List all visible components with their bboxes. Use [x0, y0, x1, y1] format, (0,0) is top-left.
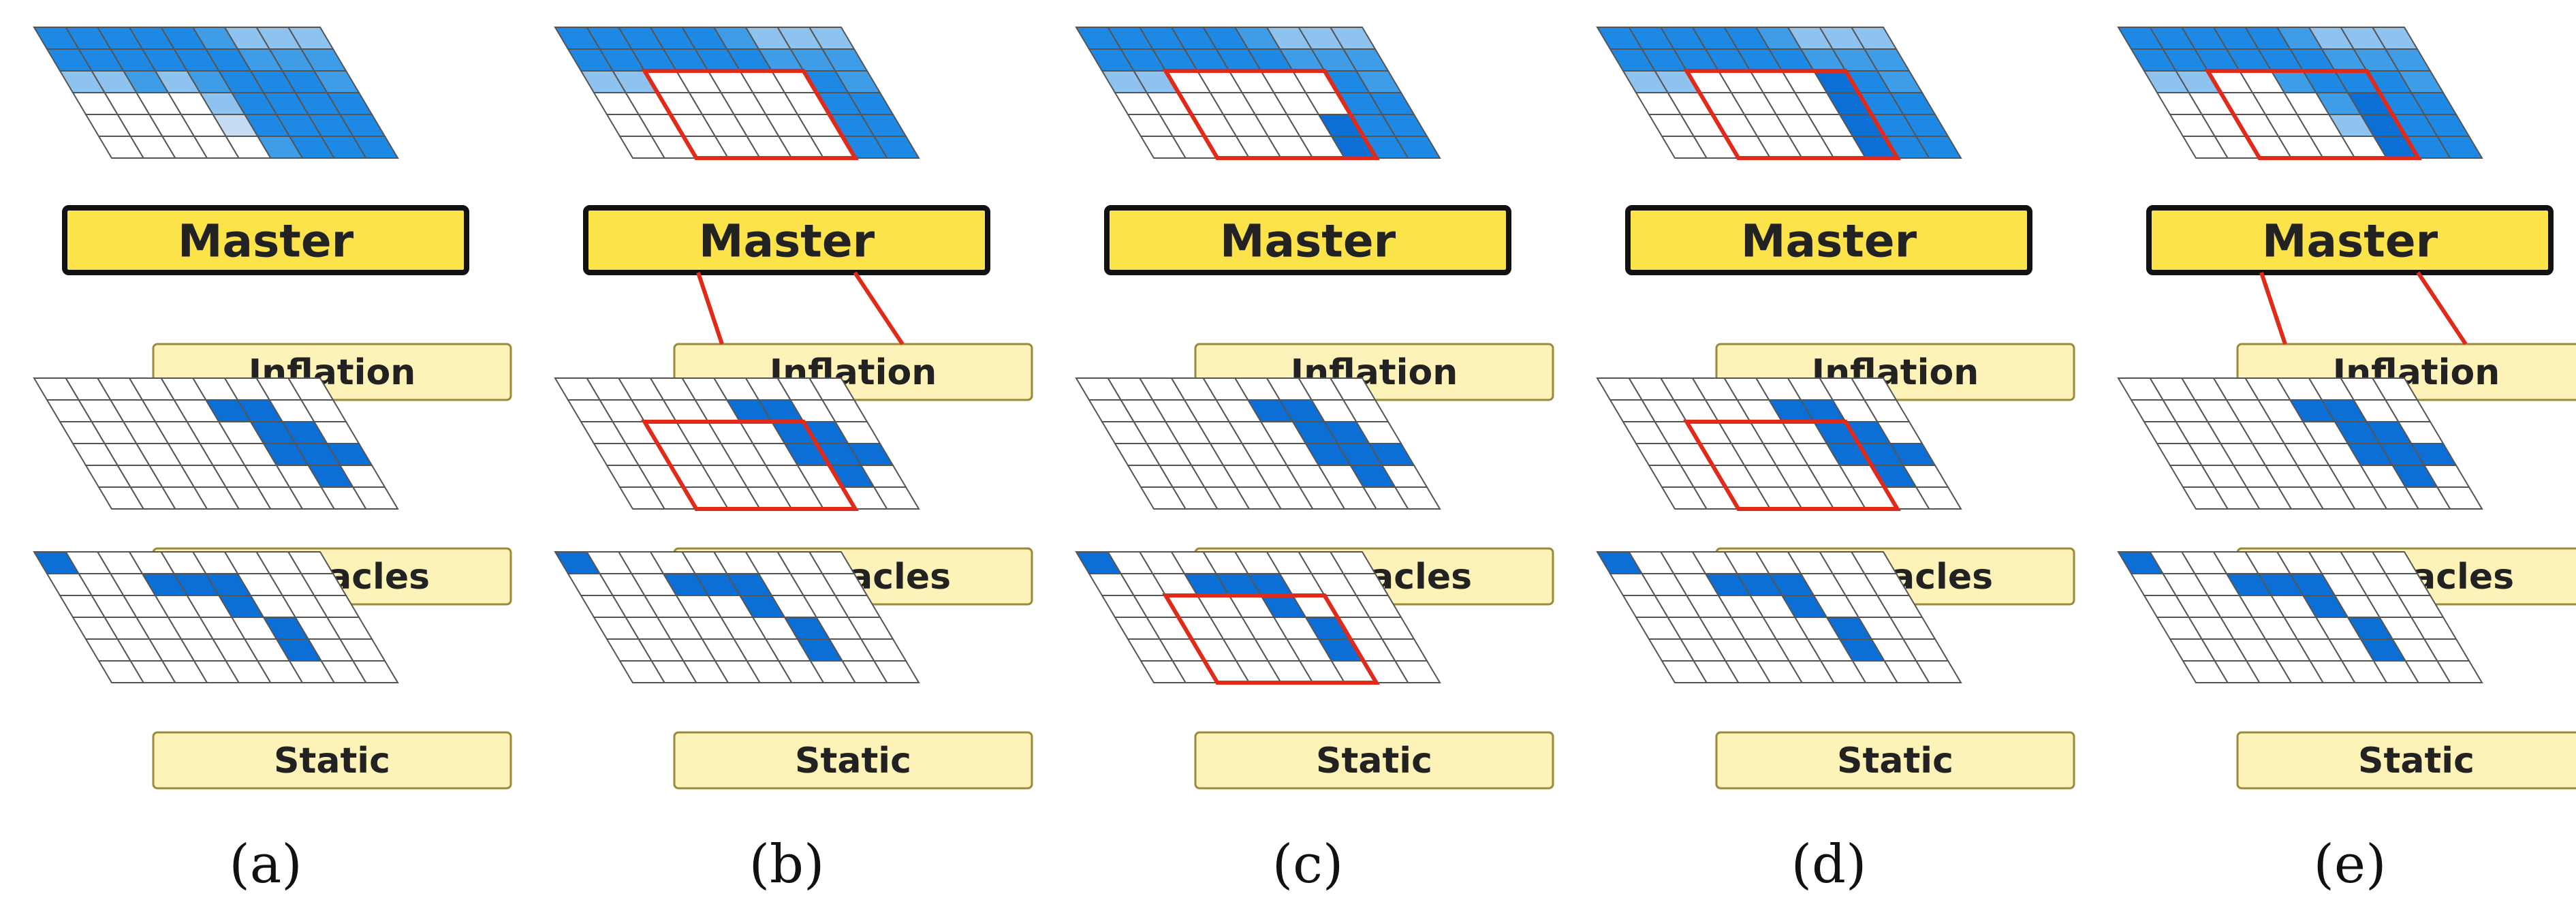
master-label-box	[62, 205, 469, 275]
master-grid	[1075, 27, 1441, 159]
master-window	[641, 69, 859, 160]
obstacles-grid	[33, 377, 399, 510]
obstacles-window	[1683, 420, 1901, 511]
grid-cell	[2436, 486, 2483, 510]
grid-cell	[873, 486, 920, 510]
link-line-right	[2416, 271, 2468, 345]
master-label-text: Master	[699, 215, 875, 268]
panel-caption: (e)	[2313, 834, 2386, 895]
master-window	[1162, 69, 1380, 160]
master-label-text: Master	[1741, 215, 1917, 268]
master-label-text: Master	[178, 215, 354, 268]
master-label-text: Master	[2262, 215, 2438, 268]
grid-cell	[351, 486, 399, 510]
grid-cell	[1915, 660, 1962, 683]
panel-a: MasterInflationObstaclesStatic(a)	[33, 27, 512, 895]
static-label-text: Static	[2358, 741, 2475, 781]
static-grid	[33, 551, 399, 683]
master-label-box	[583, 205, 990, 275]
static-label-text: Static	[795, 741, 911, 781]
static-label-text: Static	[274, 741, 390, 781]
grid-cell	[873, 136, 920, 159]
grid-cell	[351, 136, 399, 159]
static-grid	[1596, 551, 1962, 683]
master-grid	[1596, 27, 1962, 159]
panel-caption: (a)	[229, 834, 302, 895]
panel-caption: (d)	[1791, 834, 1867, 895]
grid-cell	[1394, 486, 1441, 510]
static-label-text: Static	[1316, 741, 1432, 781]
static-label-box	[1715, 731, 2075, 790]
master-grid	[554, 27, 920, 159]
link-line-right	[853, 271, 905, 345]
static-grid	[1075, 551, 1441, 683]
static-label-text: Static	[1837, 741, 1953, 781]
panel-d: MasterInflationObstaclesStatic(d)	[1596, 27, 2075, 895]
master-label-box	[2146, 205, 2554, 275]
obstacles-grid	[1075, 377, 1441, 510]
grid-cell	[351, 660, 399, 683]
static-label-box	[673, 731, 1033, 790]
master-window	[1683, 69, 1901, 160]
master-window	[2204, 69, 2422, 160]
grid-cell	[2436, 660, 2483, 683]
grid-cell	[1394, 136, 1441, 159]
obstacles-grid	[2117, 377, 2483, 510]
grid-cell	[873, 660, 920, 683]
grid-cell	[1915, 136, 1962, 159]
grid-cell	[2436, 136, 2483, 159]
master-grid	[2117, 27, 2483, 159]
static-grid	[554, 551, 920, 683]
master-label-box	[1625, 205, 2032, 275]
panel-c: MasterInflationObstaclesStatic(c)	[1075, 27, 1554, 895]
panel-caption: (c)	[1272, 834, 1344, 895]
grid-cell	[1915, 486, 1962, 510]
panel-e: MasterInflationObstaclesStatic(e)	[2117, 27, 2576, 895]
master-grid	[33, 27, 399, 159]
grid-cell	[1394, 660, 1441, 683]
panel-caption: (b)	[749, 834, 825, 895]
master-label-text: Master	[1220, 215, 1396, 268]
static-label-box	[152, 731, 512, 790]
obstacles-window	[641, 420, 859, 511]
link-line-left	[696, 272, 724, 345]
obstacles-grid	[554, 377, 920, 510]
static-window	[1162, 593, 1380, 685]
static-label-box	[1194, 731, 1554, 790]
link-line-left	[2259, 272, 2287, 345]
master-label-box	[1104, 205, 1511, 275]
static-grid	[2117, 551, 2483, 683]
static-label-box	[2236, 731, 2576, 790]
panel-b: MasterInflationObstaclesStatic(b)	[554, 27, 1033, 895]
